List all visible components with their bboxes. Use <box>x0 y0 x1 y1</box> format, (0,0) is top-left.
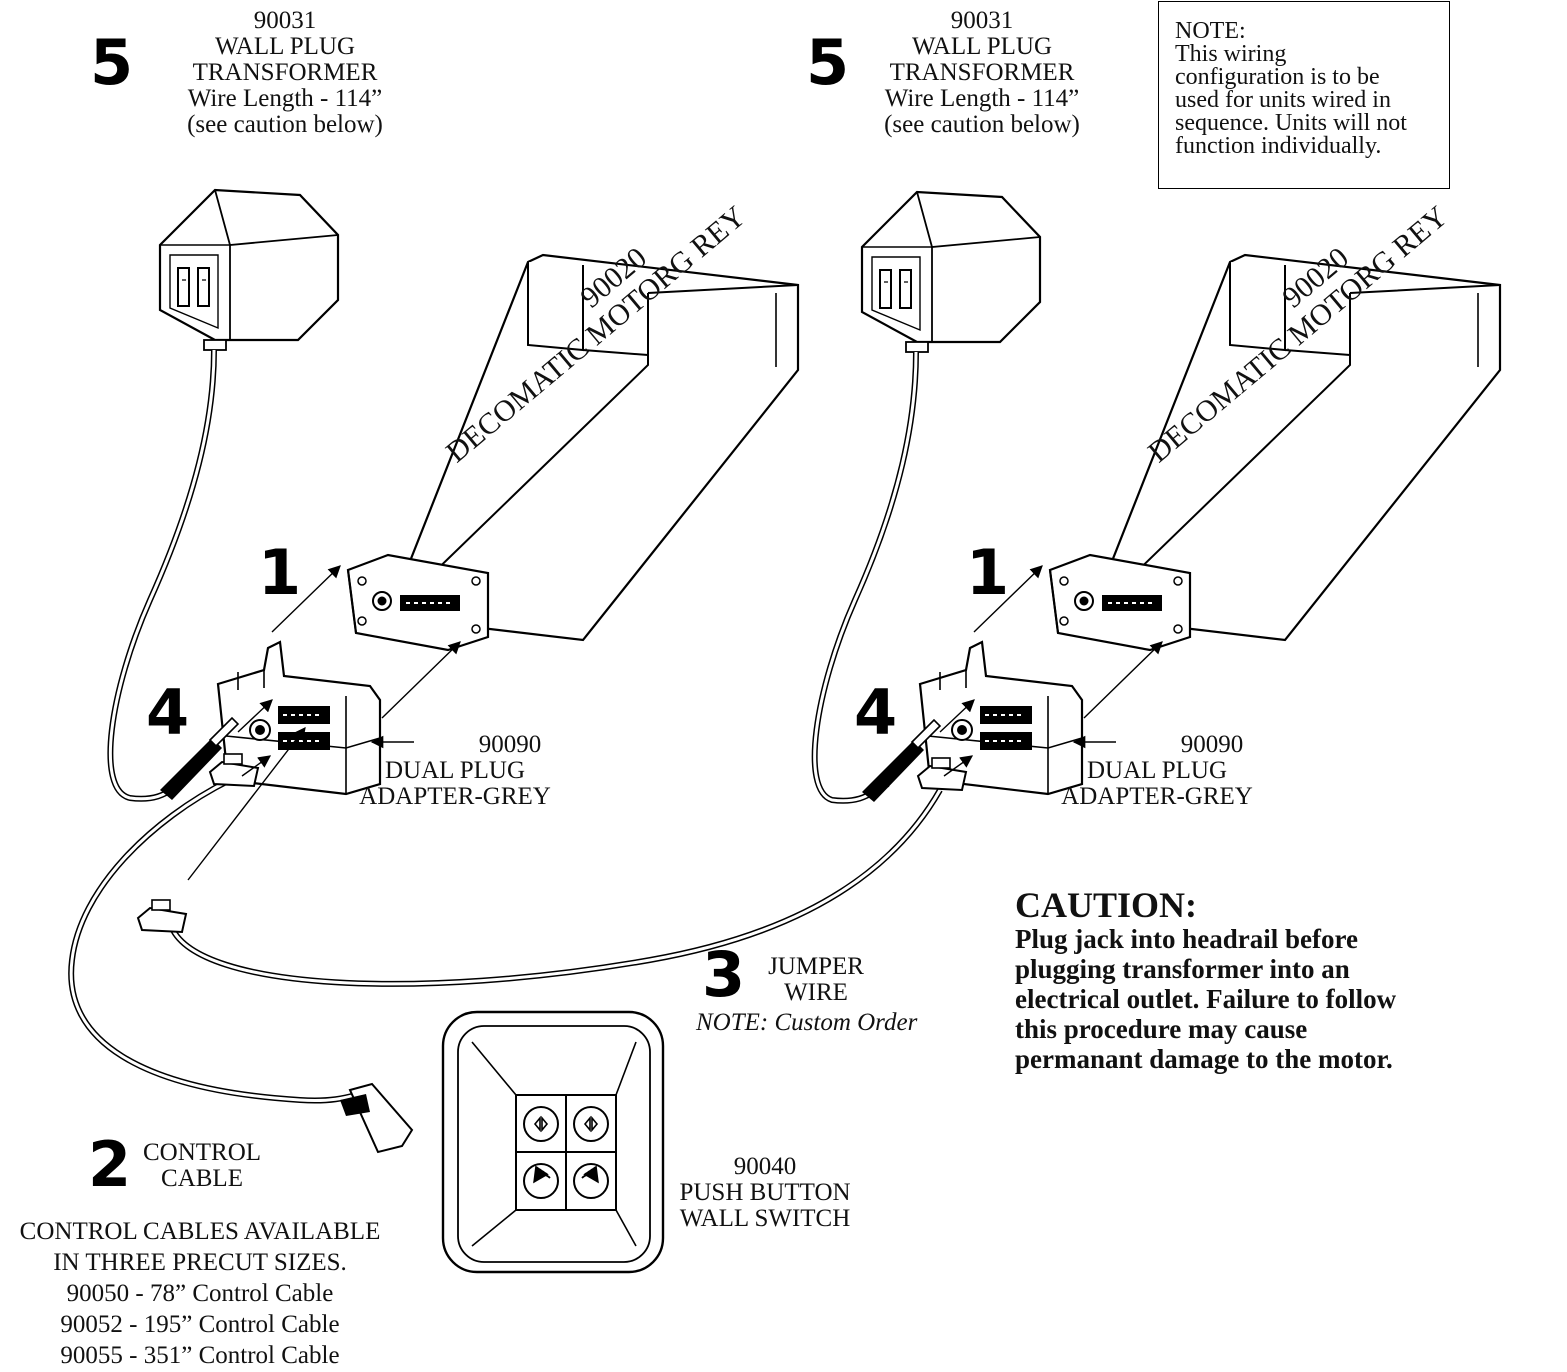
note-line: NOTE: <box>1175 18 1246 44</box>
label-line: Wire Length - 114” <box>884 85 1080 112</box>
label-line: JUMPER <box>768 953 864 980</box>
step-4-left: 4 <box>146 676 190 749</box>
step-1-left: 1 <box>258 536 302 609</box>
label-line: PUSH BUTTON <box>679 1179 851 1206</box>
adapter-left-label: 90090 DUAL PLUG ADAPTER-GREY <box>340 732 570 810</box>
label-line: WALL PLUG <box>911 33 1053 60</box>
label-line: ADAPTER-GREY <box>359 783 551 810</box>
label-line: 90050 - 78” Control Cable <box>66 1280 334 1307</box>
caution-line: permanant damage to the motor. <box>1015 1044 1393 1074</box>
label-line: 90031 <box>950 7 1014 34</box>
label-line: WIRE <box>784 979 848 1006</box>
label-line: 90055 - 351” Control Cable <box>60 1342 340 1369</box>
caution-line: Plug jack into headrail before <box>1015 924 1358 954</box>
wall-switch-label: 90040 PUSH BUTTON WALL SWITCH <box>665 1154 865 1232</box>
label-line: WALL PLUG <box>214 33 356 60</box>
transformer-left-label: 90031 WALL PLUG TRANSFORMER Wire Length … <box>165 8 405 138</box>
step-5-right: 5 <box>806 26 850 99</box>
label-line: 90052 - 195” Control Cable <box>60 1311 340 1338</box>
jumper-note: NOTE: Custom Order <box>696 1009 918 1036</box>
note-line: This wiring <box>1175 41 1287 67</box>
step-4-right: 4 <box>854 676 898 749</box>
label-line: TRANSFORMER <box>192 59 378 86</box>
note-line: used for units wired in <box>1175 87 1391 113</box>
caution-title: CAUTION: <box>1015 885 1198 925</box>
label-line: ADAPTER-GREY <box>1061 783 1253 810</box>
label-line: CONTROL <box>142 1139 262 1166</box>
label-line: DUAL PLUG <box>384 757 526 784</box>
caution-line: this procedure may cause <box>1015 1014 1308 1044</box>
transformer-left-icon <box>158 188 340 352</box>
adapter-right-label: 90090 DUAL PLUG ADAPTER-GREY <box>1042 732 1272 810</box>
label-line: 90090 <box>1180 731 1244 758</box>
caution-block: CAUTION: Plug jack into headrail before … <box>1015 886 1555 1074</box>
label-line: 90090 <box>478 731 542 758</box>
jumper-plug-left-icon <box>137 899 187 933</box>
control-cable-plug-bottom-icon <box>340 1082 414 1154</box>
label-line: TRANSFORMER <box>889 59 1075 86</box>
label-line: WALL SWITCH <box>679 1205 851 1232</box>
label-line: 90031 <box>253 7 317 34</box>
step-2: 2 <box>88 1128 132 1201</box>
label-line: DUAL PLUG <box>1086 757 1228 784</box>
step-5-left: 5 <box>90 26 134 99</box>
step-3: 3 <box>702 938 746 1011</box>
transformer-right-icon <box>860 190 1042 354</box>
caution-line: electrical outlet. Failure to follow <box>1015 984 1397 1014</box>
note-line: function individually. <box>1175 133 1382 159</box>
label-line: 90040 <box>733 1153 797 1180</box>
control-cable-sizes: CONTROL CABLES AVAILABLE IN THREE PRECUT… <box>0 1216 400 1371</box>
label-line: CONTROL CABLES AVAILABLE <box>19 1218 381 1245</box>
note-line: configuration is to be <box>1175 64 1380 90</box>
control-cable-label: CONTROL CABLE <box>132 1140 272 1192</box>
note-box: NOTE: This wiring configuration is to be… <box>1158 1 1450 189</box>
jumper-label: JUMPER WIRE <box>756 954 876 1006</box>
label-line: CABLE <box>161 1165 243 1192</box>
note-line: sequence. Units will not <box>1175 110 1407 136</box>
label-line: Wire Length - 114” <box>187 85 383 112</box>
transformer-right-label: 90031 WALL PLUG TRANSFORMER Wire Length … <box>862 8 1102 138</box>
label-line: IN THREE PRECUT SIZES. <box>53 1249 347 1276</box>
label-line: (see caution below) <box>187 111 383 138</box>
step-1-right: 1 <box>966 536 1010 609</box>
label-line: (see caution below) <box>884 111 1080 138</box>
caution-line: plugging transformer into an <box>1015 954 1350 984</box>
wall-switch-icon <box>441 1010 665 1274</box>
